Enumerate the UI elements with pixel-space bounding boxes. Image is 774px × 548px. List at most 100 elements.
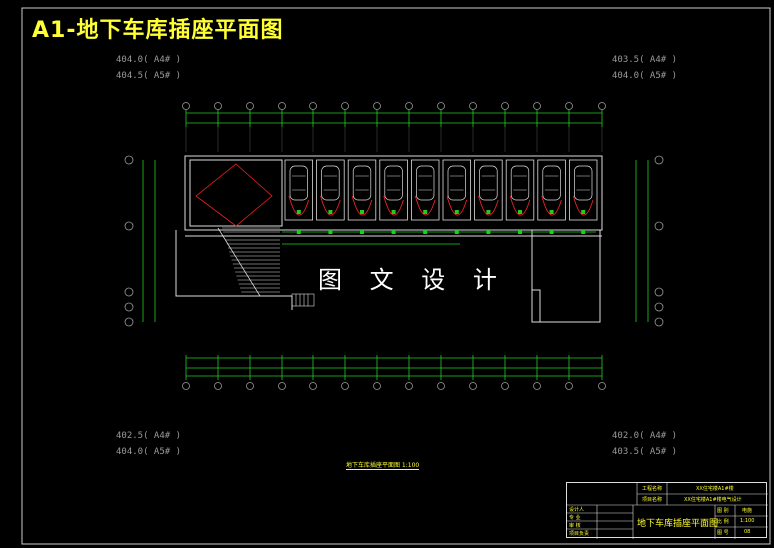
role-designer: 设计人 xyxy=(569,507,585,513)
ramp-hatch xyxy=(217,227,280,297)
axis-bubble xyxy=(246,102,254,110)
bay-outline xyxy=(569,159,598,221)
axis-bubble xyxy=(565,382,573,390)
parking-bay xyxy=(410,159,440,234)
socket-icon xyxy=(328,210,333,214)
field-value: 08 xyxy=(744,529,751,535)
axis-bubble xyxy=(341,102,349,110)
parking-bay xyxy=(379,159,408,234)
socket-icon xyxy=(391,210,396,214)
axis-bubble xyxy=(501,102,509,110)
car-icon xyxy=(574,165,593,201)
circuit-arc xyxy=(288,195,310,216)
circuit-arc xyxy=(446,195,468,216)
stair xyxy=(291,293,315,307)
bay-outline xyxy=(474,159,503,221)
elevation-a4: 402.5( A4# ) xyxy=(116,431,182,441)
car-icon xyxy=(352,165,372,201)
plan-caption: 地下车库插座平面图 1:100 xyxy=(346,462,420,470)
axis-bubble xyxy=(405,102,413,110)
project-value: XX住宅楼A1#楼 xyxy=(696,486,734,492)
bay-outline xyxy=(505,159,535,221)
elevation-a5: 403.5( A5# ) xyxy=(612,447,678,457)
bay-outline xyxy=(410,159,440,221)
dimension-ticks-top xyxy=(185,110,603,127)
equipment-room xyxy=(195,163,273,227)
dimension-chain-top xyxy=(186,112,602,124)
field-label: 图 号 xyxy=(717,530,729,536)
parking-bay xyxy=(347,159,377,234)
socket-icon xyxy=(486,210,491,214)
bay-outline xyxy=(347,159,377,221)
circuit-arc xyxy=(320,195,341,216)
elevation-a5: 404.0( A5# ) xyxy=(116,447,182,457)
car-icon xyxy=(447,165,466,201)
bay-outline xyxy=(284,159,314,221)
circuit-arc xyxy=(351,195,373,216)
axis-bubble xyxy=(501,382,509,390)
car-icon xyxy=(479,165,498,201)
axis-bubble xyxy=(246,382,254,390)
elevation-top-right: 403.5( A4# ) 404.0( A5# ) xyxy=(612,52,677,84)
circuit-arc xyxy=(541,195,562,216)
socket-icon xyxy=(549,210,554,214)
axis-bubble xyxy=(598,382,606,390)
role-discipline: 专 业 xyxy=(569,515,581,521)
axis-bubble xyxy=(278,102,286,110)
parking-bays xyxy=(284,159,598,234)
title-block-drawing-name: 地下车库插座平面图 xyxy=(637,519,719,529)
axis-bubbles-bottom xyxy=(182,382,606,390)
parking-bay xyxy=(569,159,598,234)
bay-outline xyxy=(316,159,345,221)
parking-bay xyxy=(316,159,345,234)
socket-icon xyxy=(360,210,364,214)
axis-bubble xyxy=(469,102,477,110)
axis-bubbles-top xyxy=(182,102,606,152)
axis-bubble xyxy=(309,102,317,110)
ramp-edge xyxy=(217,227,261,297)
role-lead: 项目负责 xyxy=(569,531,590,537)
elevation-a5: 404.5( A5# ) xyxy=(116,71,182,81)
circuit-arc xyxy=(383,195,404,216)
axis-bubble xyxy=(182,382,190,390)
axis-bubble xyxy=(469,382,477,390)
elevation-a4: 404.0( A4# ) xyxy=(116,55,182,65)
sheet-border xyxy=(21,7,771,545)
car-icon xyxy=(510,165,530,201)
elevation-a5: 404.0( A5# ) xyxy=(612,71,678,81)
axis-bubble xyxy=(405,382,413,390)
bay-outline xyxy=(537,159,566,221)
elevation-top-left: 404.0( A4# ) 404.5( A5# ) xyxy=(116,52,181,84)
axis-bubble xyxy=(533,102,541,110)
field-value: 电施 xyxy=(742,508,753,514)
socket-icon xyxy=(518,210,522,214)
circuit-arc xyxy=(478,195,499,216)
car-icon xyxy=(542,165,561,201)
axis-bubble xyxy=(437,102,445,110)
elevation-a4: 403.5( A4# ) xyxy=(612,55,678,65)
parking-bay xyxy=(505,159,535,234)
parking-bay xyxy=(537,159,566,234)
parking-bay xyxy=(474,159,503,234)
axis-bubble xyxy=(598,102,606,110)
axis-bubble xyxy=(214,102,222,110)
field-label: 比 例 xyxy=(717,519,729,525)
axis-bubble xyxy=(373,102,381,110)
bay-outline xyxy=(379,159,408,221)
bay-outline xyxy=(442,159,472,221)
car-icon xyxy=(321,165,340,201)
axis-bubble xyxy=(341,382,349,390)
elevation-bottom-left: 402.5( A4# ) 404.0( A5# ) xyxy=(116,428,181,460)
circuit-arc xyxy=(509,195,531,216)
title-block xyxy=(566,482,768,539)
axis-bubble xyxy=(278,382,286,390)
socket-circuit xyxy=(282,231,596,245)
watermark: 图 文 设 计 xyxy=(318,266,507,294)
axis-bubble xyxy=(309,382,317,390)
elevation-a4: 402.0( A4# ) xyxy=(612,431,678,441)
dimension-ticks-bottom xyxy=(185,355,603,380)
socket-icon xyxy=(454,210,459,214)
role-reviewer: 审 核 xyxy=(569,523,581,529)
